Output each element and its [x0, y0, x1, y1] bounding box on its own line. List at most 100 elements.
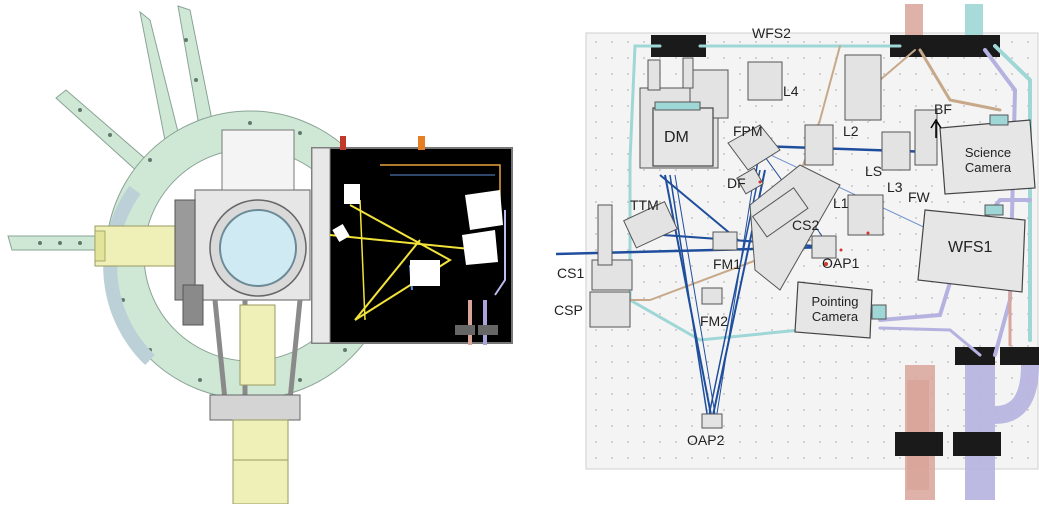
breadboard-hole — [707, 441, 709, 443]
breadboard-hole — [659, 393, 661, 395]
breadboard-hole — [851, 457, 853, 459]
breadboard-hole — [643, 297, 645, 299]
breadboard-hole — [611, 169, 613, 171]
breadboard-hole — [723, 409, 725, 411]
breadboard-hole — [595, 345, 597, 347]
breadboard-hole — [771, 425, 773, 427]
breadboard-hole — [659, 345, 661, 347]
breadboard-hole — [1011, 313, 1013, 315]
breadboard-hole — [627, 345, 629, 347]
breadboard-hole — [947, 313, 949, 315]
breadboard-hole — [595, 361, 597, 363]
breadboard-hole — [611, 89, 613, 91]
breadboard-hole — [627, 169, 629, 171]
breadboard-hole — [739, 345, 741, 347]
breadboard-hole — [627, 361, 629, 363]
breadboard-hole — [627, 377, 629, 379]
breadboard-hole — [947, 105, 949, 107]
breadboard-hole — [627, 41, 629, 43]
breadboard-hole — [979, 201, 981, 203]
breadboard-hole — [835, 153, 837, 155]
breadboard-hole — [835, 441, 837, 443]
breadboard-hole — [771, 393, 773, 395]
breadboard-hole — [595, 105, 597, 107]
breadboard-hole — [915, 313, 917, 315]
breadboard-hole — [643, 169, 645, 171]
breadboard-hole — [627, 185, 629, 187]
label-fm1: FM1 — [713, 256, 741, 272]
breadboard-hole — [643, 313, 645, 315]
breadboard-hole — [739, 409, 741, 411]
breadboard-hole — [963, 105, 965, 107]
breadboard-hole — [707, 313, 709, 315]
breadboard-hole — [835, 201, 837, 203]
breadboard-hole — [803, 425, 805, 427]
breadboard-hole — [899, 281, 901, 283]
breadboard-hole — [627, 233, 629, 235]
breadboard-hole — [1011, 345, 1013, 347]
breadboard-hole — [899, 297, 901, 299]
breadboard-hole — [995, 89, 997, 91]
breadboard-hole — [611, 201, 613, 203]
breadboard-hole — [867, 265, 869, 267]
breadboard-hole — [627, 73, 629, 75]
breadboard-hole — [819, 361, 821, 363]
breadboard-hole — [755, 329, 757, 331]
breadboard-hole — [819, 281, 821, 283]
breadboard-hole — [963, 201, 965, 203]
red-markers — [758, 180, 870, 266]
breadboard-hole — [803, 377, 805, 379]
breadboard-hole — [915, 89, 917, 91]
breadboard-hole — [899, 249, 901, 251]
breadboard-hole — [627, 393, 629, 395]
breadboard-hole — [787, 457, 789, 459]
breadboard-hole — [995, 297, 997, 299]
breadboard-hole — [739, 313, 741, 315]
breadboard-hole — [883, 265, 885, 267]
breadboard-hole — [643, 377, 645, 379]
breadboard-hole — [595, 153, 597, 155]
breadboard-hole — [643, 57, 645, 59]
breadboard-hole — [755, 105, 757, 107]
breadboard-hole — [1027, 425, 1029, 427]
breadboard-hole — [1011, 105, 1013, 107]
breadboard-hole — [739, 41, 741, 43]
breadboard-hole — [883, 393, 885, 395]
breadboard-hole — [963, 57, 965, 59]
breadboard-hole — [771, 441, 773, 443]
breadboard-hole — [867, 281, 869, 283]
label-cs1: CS1 — [557, 265, 585, 281]
breadboard-hole — [739, 185, 741, 187]
breadboard-hole — [595, 393, 597, 395]
breadboard-hole — [835, 41, 837, 43]
breadboard-hole — [611, 329, 613, 331]
breadboard-hole — [723, 425, 725, 427]
breadboard-hole — [659, 281, 661, 283]
breadboard-hole — [659, 265, 661, 267]
breadboard-hole — [771, 57, 773, 59]
breadboard-hole — [867, 393, 869, 395]
breadboard-hole — [995, 457, 997, 459]
label-l2: L2 — [843, 123, 859, 139]
breadboard-hole — [627, 57, 629, 59]
breadboard-hole — [963, 329, 965, 331]
breadboard-hole — [835, 217, 837, 219]
breadboard-hole — [595, 201, 597, 203]
breadboard-hole — [995, 329, 997, 331]
breadboard-hole — [595, 441, 597, 443]
breadboard-hole — [915, 265, 917, 267]
breadboard-hole — [835, 89, 837, 91]
breadboard-hole — [787, 297, 789, 299]
breadboard-hole — [899, 185, 901, 187]
breadboard-hole — [963, 121, 965, 123]
breadboard-hole — [899, 313, 901, 315]
breadboard-hole — [675, 297, 677, 299]
breadboard-hole — [739, 377, 741, 379]
breadboard-hole — [659, 169, 661, 171]
breadboard-hole — [723, 41, 725, 43]
breadboard-hole — [675, 425, 677, 427]
breadboard-hole — [819, 425, 821, 427]
breadboard-hole — [915, 217, 917, 219]
breadboard-hole — [851, 393, 853, 395]
breadboard-hole — [883, 105, 885, 107]
